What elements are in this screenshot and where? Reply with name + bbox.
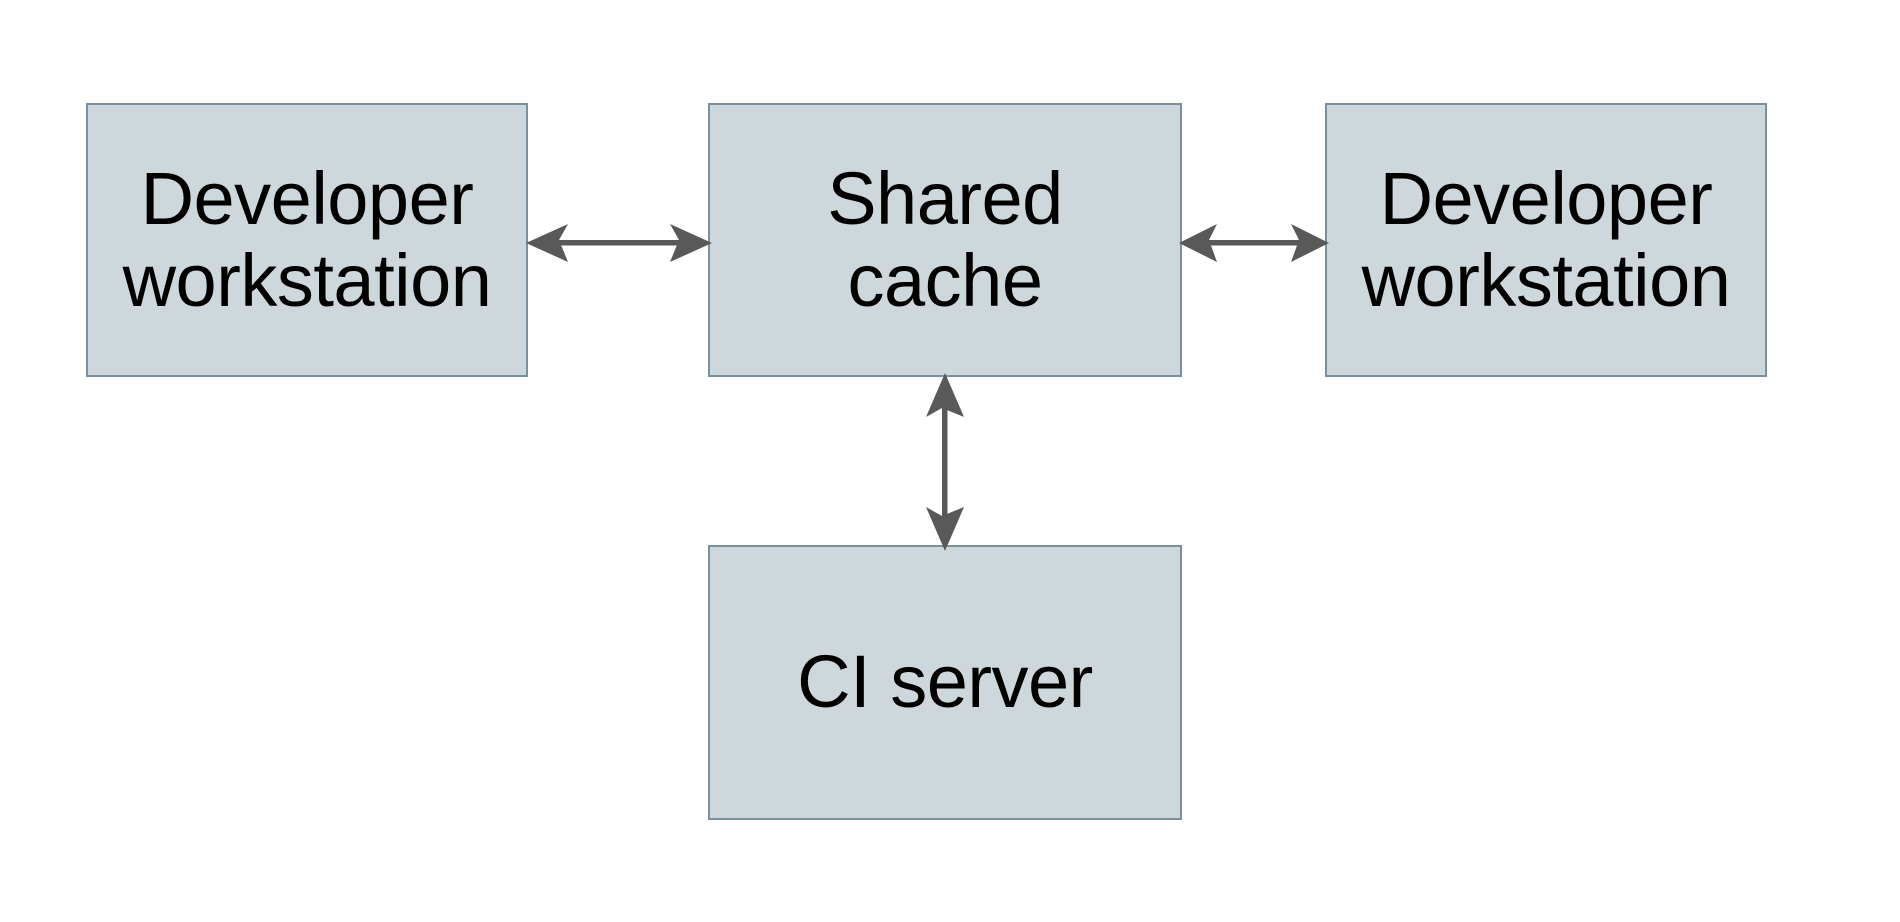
node-label: Developer workstation: [122, 156, 492, 322]
edge-shared-cache-to-ci-server: [926, 373, 964, 551]
edge-shaft: [942, 408, 948, 516]
edge-developer-left-to-shared-cache: [526, 224, 712, 262]
node-label: Shared cache: [827, 156, 1063, 322]
node-developer-workstation-left[interactable]: Developer workstation: [86, 103, 528, 377]
edge-shaft: [1209, 240, 1299, 246]
node-shared-cache[interactable]: Shared cache: [708, 103, 1182, 377]
arrowhead-right-icon: [670, 224, 712, 262]
node-developer-workstation-right[interactable]: Developer workstation: [1325, 103, 1767, 377]
arrowhead-right-icon: [1291, 224, 1329, 262]
arrowhead-left-icon: [1179, 224, 1217, 262]
node-label: Developer workstation: [1361, 156, 1731, 322]
edge-shared-cache-to-developer-right: [1179, 224, 1329, 262]
node-ci-server[interactable]: CI server: [708, 545, 1182, 820]
node-label: CI server: [797, 640, 1093, 724]
arrowhead-up-icon: [926, 373, 964, 417]
arrowhead-left-icon: [526, 224, 568, 262]
edge-shaft: [559, 240, 679, 246]
